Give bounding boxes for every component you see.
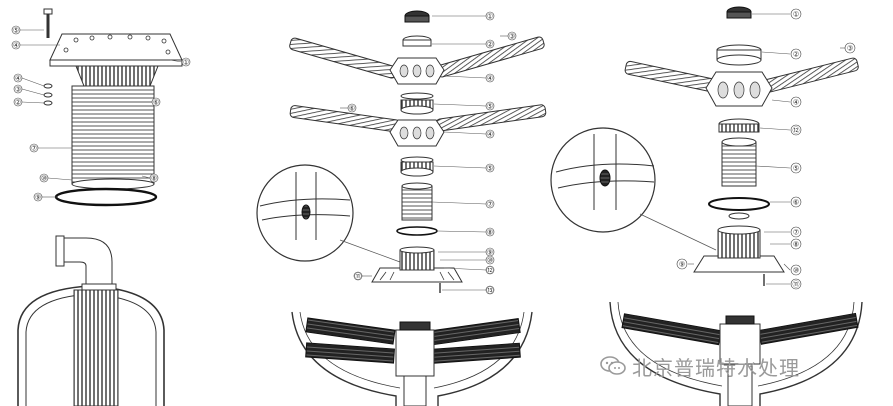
watermark: 北京普瑞特水处理 <box>600 352 800 380</box>
callout-a-2: ④ <box>13 42 19 50</box>
panel-c-exploded-lateral-hub: ① ② ③ ④ ⑫ ⑤ ⑥ ⑦ ⑧ ⑨ ⑩ ⑪ <box>550 6 859 290</box>
callout-b-14: ⑫ <box>487 267 494 275</box>
callout-a-8: ⑦ <box>31 145 37 153</box>
callout-b-4: ④ <box>487 75 493 83</box>
callout-b-2: ② <box>487 41 493 49</box>
callout-c-3: ③ <box>847 45 853 53</box>
callout-c-9: ⑧ <box>793 241 799 249</box>
callout-b-1: ① <box>487 13 493 21</box>
callout-c-11: ⑩ <box>793 267 799 275</box>
callout-a-4: ④ <box>15 75 21 83</box>
wechat-icon <box>600 356 626 375</box>
callout-c-12: ⑪ <box>793 281 800 289</box>
panel-b-exploded-lateral-hub: ① ② ③ ④ ⑤ ⑥ ④ ⑤ ⑦ ⑧ ⑨ ⑩ ⑪ ⑫ ⑬ <box>256 10 547 295</box>
callout-c-4: ④ <box>793 99 799 107</box>
watermark-text: 北京普瑞特水处理 <box>632 355 800 380</box>
callout-b-8: ⑤ <box>487 165 493 173</box>
panel-c-tank-section <box>609 301 863 406</box>
callout-a-7: ⑥ <box>153 99 159 107</box>
callout-c-7: ⑥ <box>793 199 799 207</box>
callout-b-9: ⑦ <box>487 201 493 209</box>
callout-b-5: ⑤ <box>487 103 493 111</box>
callout-b-3: ③ <box>509 33 515 41</box>
callout-b-11: ⑨ <box>487 249 493 257</box>
callout-c-8: ⑦ <box>793 229 799 237</box>
callout-b-10: ⑧ <box>487 229 493 237</box>
callout-b-12: ⑩ <box>487 257 493 265</box>
callout-c-5: ⑫ <box>793 127 800 135</box>
callout-b-13: ⑪ <box>355 273 362 281</box>
callout-a-3: ① <box>183 59 189 67</box>
callout-a-1: ⑤ <box>13 27 19 35</box>
callout-a-11: ⑨ <box>35 194 41 202</box>
callout-b-6: ⑥ <box>349 105 355 113</box>
callout-c-6: ⑤ <box>793 165 799 173</box>
panel-a-tank-section <box>17 235 165 406</box>
callout-a-10: ⑧ <box>151 175 157 183</box>
callout-a-6: ② <box>15 99 21 107</box>
callout-a-5: ③ <box>15 86 21 94</box>
callout-c-2: ② <box>793 51 799 59</box>
callout-a-9: ⑩ <box>41 175 47 183</box>
callout-c-1: ① <box>793 11 799 19</box>
callout-b-7: ④ <box>487 131 493 139</box>
callout-b-15: ⑬ <box>487 287 494 295</box>
panel-a-exploded-distributor: ⑤ ④ ① ④ ③ ② ⑥ ⑦ ⑩ ⑧ ⑨ <box>11 8 191 207</box>
panel-b-tank-section <box>291 311 533 406</box>
callout-c-10: ⑨ <box>679 261 685 269</box>
